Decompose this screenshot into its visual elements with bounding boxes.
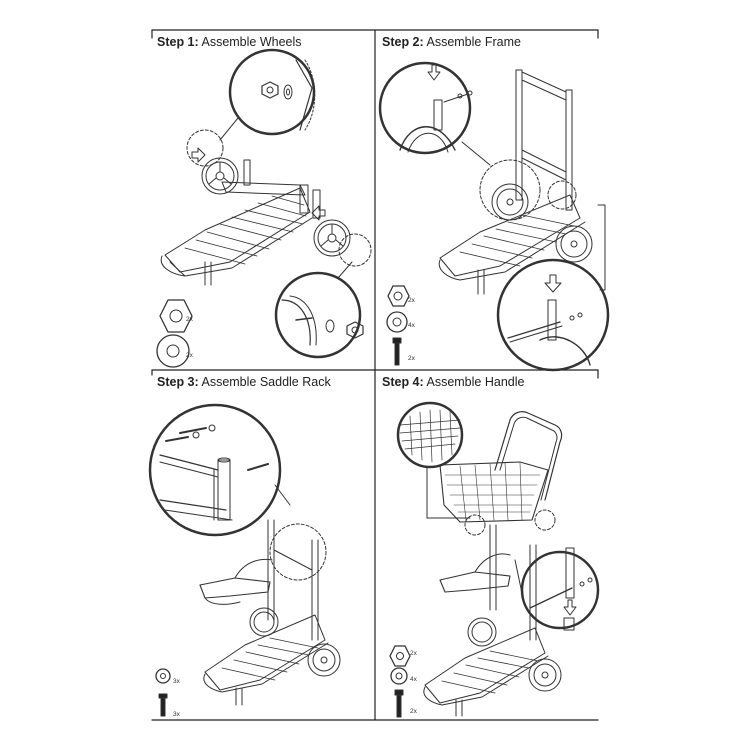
step1-name: Assemble Wheels (201, 35, 302, 49)
step1-label: Step 1: (157, 35, 199, 49)
panel-borders (151, 29, 599, 721)
step2-nut-qty: 2x (408, 297, 415, 304)
bolt-icon (392, 337, 402, 344)
step2-title: Step 2: Assemble Frame (382, 35, 521, 49)
step4-name: Assemble Handle (426, 375, 525, 389)
step4-drawing (389, 401, 600, 718)
assembly-arrow-icon (544, 274, 562, 293)
step3-name: Assemble Saddle Rack (201, 375, 331, 389)
step2-drawing (378, 61, 610, 372)
step2-name: Assemble Frame (426, 35, 521, 49)
step4-label: Step 4: (382, 375, 424, 389)
step3-washer-qty: 3x (173, 678, 180, 685)
assembly-arrow-icon (427, 64, 441, 81)
step2-washer-qty: 4x (408, 322, 415, 329)
step3-bolt-qty: 3x (173, 711, 180, 718)
hex-nut-icon (159, 299, 193, 333)
step1-title: Step 1: Assemble Wheels (157, 35, 302, 49)
step1-drawing (156, 48, 372, 368)
hex-nut-icon (387, 285, 410, 307)
washer-icon (390, 667, 408, 685)
step1-nut-qty: 2x (186, 316, 193, 323)
step3-title: Step 3: Assemble Saddle Rack (157, 375, 331, 389)
washer-icon (386, 311, 408, 333)
step3-drawing (148, 403, 341, 717)
hex-nut-icon (261, 81, 279, 99)
washer-icon (155, 668, 171, 684)
step2-label: Step 2: (382, 35, 424, 49)
step4-nut-qty: 2x (410, 650, 417, 657)
bolt-icon (394, 689, 404, 696)
assembly-arrow-icon (191, 147, 206, 163)
step4-title: Step 4: Assemble Handle (382, 375, 524, 389)
assembly-arrow-icon (563, 599, 577, 616)
bolt-icon (158, 693, 168, 699)
assembly-arrow-icon (311, 205, 326, 221)
step1-washer-qty: 2x (186, 352, 193, 359)
step4-bolt-qty: 2x (410, 708, 417, 715)
step3-label: Step 3: (157, 375, 199, 389)
hex-nut-icon (346, 321, 364, 339)
washer-icon (156, 334, 190, 368)
step4-washer-qty: 4x (410, 676, 417, 683)
hex-nut-icon (389, 645, 411, 667)
step2-bolt-qty: 2x (408, 355, 415, 362)
